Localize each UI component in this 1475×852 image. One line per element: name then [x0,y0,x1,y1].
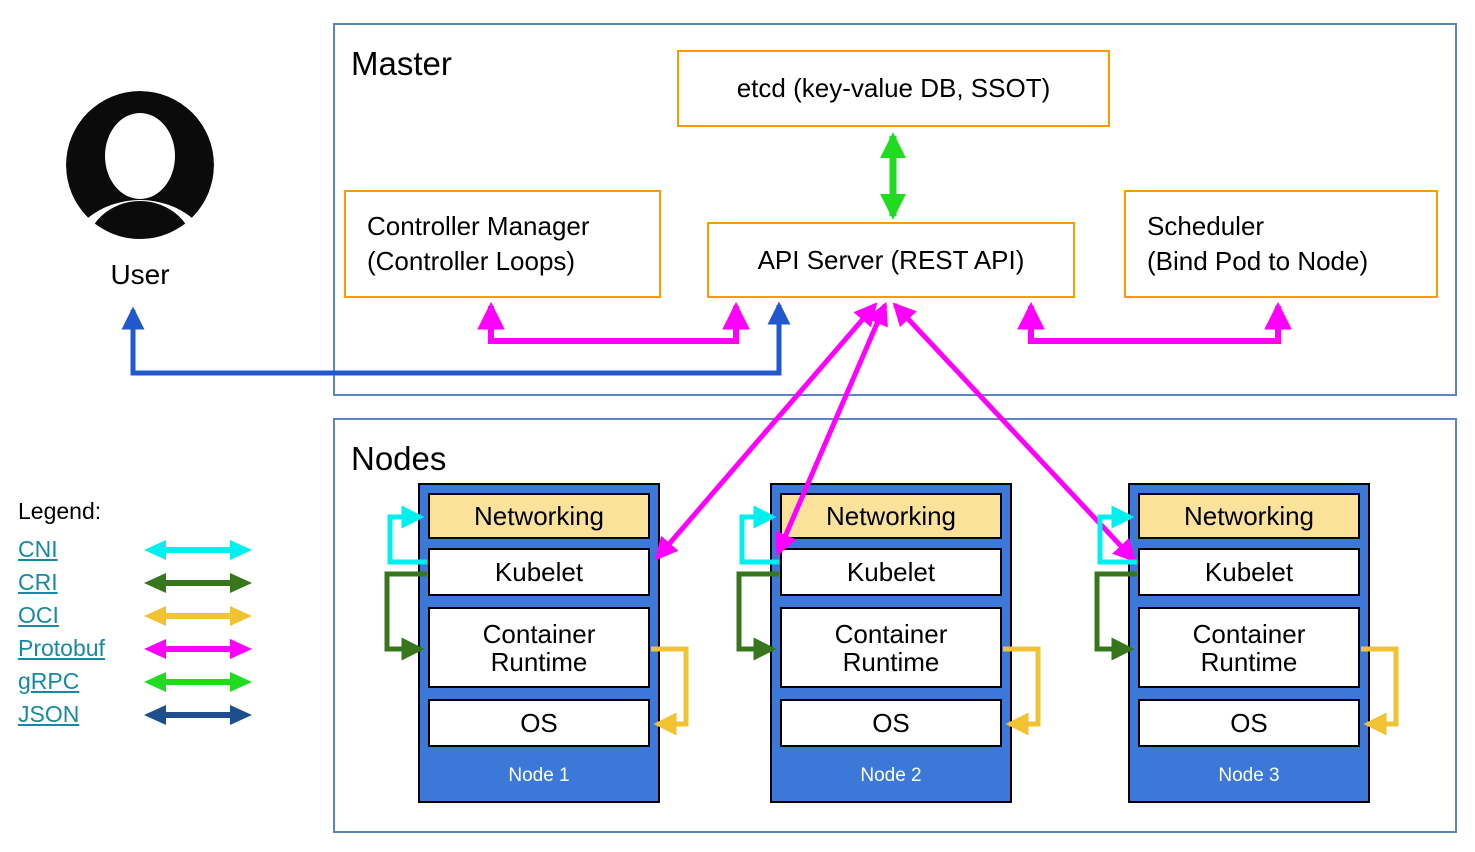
json-legend-arrow-icon [144,704,252,725]
etcd-label: etcd (key-value DB, SSOT) [736,73,1051,103]
legend-link-cri[interactable]: CRI [18,569,58,595]
etcd-box: etcd (key-value DB, SSOT) [677,50,1110,127]
user: User [65,90,215,291]
nodes-title: Nodes [351,440,447,477]
user-label: User [110,259,170,290]
node-1-kubelet-layer: Kubelet [428,548,650,596]
node-2-container-runtime-layer: Container Runtime [780,607,1002,688]
controller-manager-label: Controller Manager (Controller Loops) [367,211,590,276]
node-2-networking-layer: Networking [780,493,1002,539]
oci-legend-arrow-icon [144,605,252,626]
legend-link-cni[interactable]: CNI [18,536,58,562]
user-icon [66,91,214,239]
legend-link-json[interactable]: JSON [18,701,80,727]
node-1: Networking Kubelet Container Runtime OS … [418,483,660,803]
legend-link-protobuf[interactable]: Protobuf [18,635,105,661]
legend-row-grpc: gRPC [18,665,254,698]
api-server-box: API Server (REST API) [707,222,1075,298]
cri-legend-arrow-icon [144,572,252,593]
node-2: Networking Kubelet Container Runtime OS … [770,483,1012,803]
legend-link-oci[interactable]: OCI [18,602,59,628]
node-2-name: Node 2 [860,765,922,786]
grpc-legend-arrow-icon [144,671,252,692]
legend-link-grpc[interactable]: gRPC [18,668,80,694]
legend-row-protobuf: Protobuf [18,632,254,665]
node-3-networking-layer: Networking [1138,493,1360,539]
node-1-name: Node 1 [508,765,570,786]
api-server-label: API Server (REST API) [757,244,1025,275]
master-title: Master [351,45,452,82]
node-3-name: Node 3 [1218,765,1280,786]
node-3: Networking Kubelet Container Runtime OS … [1128,483,1370,803]
protobuf-legend-arrow-icon [144,638,252,659]
node-2-os-layer: OS [780,699,1002,747]
scheduler-box: Scheduler (Bind Pod to Node) [1124,190,1438,298]
node-3-os-layer: OS [1138,699,1360,747]
controller-manager-box: Controller Manager (Controller Loops) [344,190,661,298]
legend-row-cni: CNI [18,533,254,566]
legend-title: Legend: [18,498,102,524]
scheduler-label: Scheduler (Bind Pod to Node) [1147,211,1369,276]
legend-row-oci: OCI [18,599,254,632]
legend: Legend: CNI CRI OCI [18,498,254,731]
cni-legend-arrow-icon [144,539,252,560]
legend-row-json: JSON [18,698,254,731]
node-3-kubelet-layer: Kubelet [1138,548,1360,596]
node-1-os-layer: OS [428,699,650,747]
node-2-kubelet-layer: Kubelet [780,548,1002,596]
node-1-networking-layer: Networking [428,493,650,539]
node-3-container-runtime-layer: Container Runtime [1138,607,1360,688]
legend-row-cri: CRI [18,566,254,599]
node-1-container-runtime-layer: Container Runtime [428,607,650,688]
